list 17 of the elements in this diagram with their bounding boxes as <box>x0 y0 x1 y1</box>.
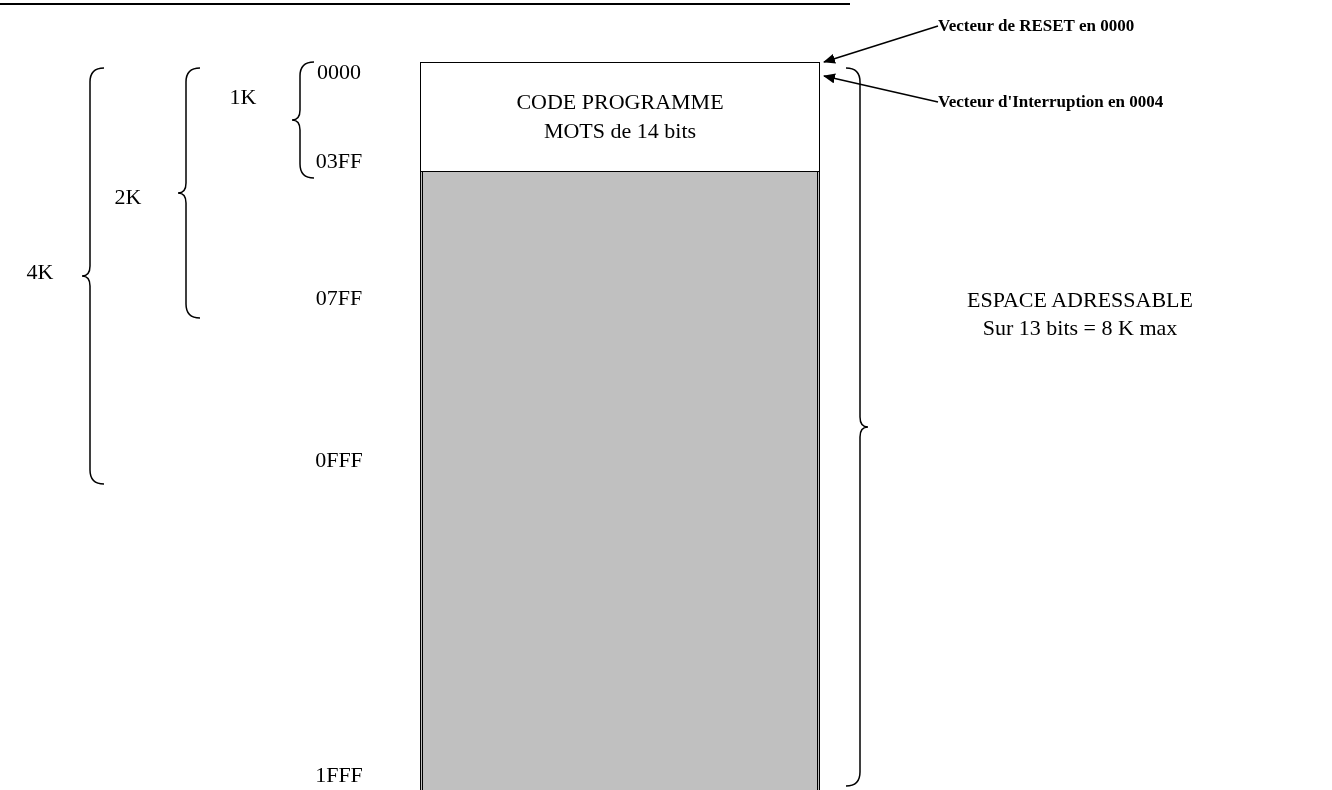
region-label: CODE PROGRAMME MOTS de 14 bits <box>515 88 725 145</box>
callout-text: Vecteur d'Interruption en 0004 <box>938 90 1164 113</box>
address-label: 2K <box>114 184 142 210</box>
memory-block <box>420 172 820 790</box>
address-label: 1FFF <box>315 762 363 788</box>
address-label: 1K <box>229 84 257 110</box>
arrow <box>823 25 939 64</box>
callout-text: Vecteur de RESET en 0000 <box>938 14 1135 37</box>
address-label: 0000 <box>317 59 361 85</box>
arrow <box>823 73 939 103</box>
address-label: 07FF <box>315 285 363 311</box>
address-label: 0FFF <box>315 447 363 473</box>
address-label: 03FF <box>315 148 363 174</box>
space-label: Sur 13 bits = 8 K max <box>982 315 1178 341</box>
address-label: 4K <box>26 259 54 285</box>
memory-region-box <box>420 62 820 172</box>
space-label: ESPACE ADRESSABLE <box>967 287 1193 313</box>
